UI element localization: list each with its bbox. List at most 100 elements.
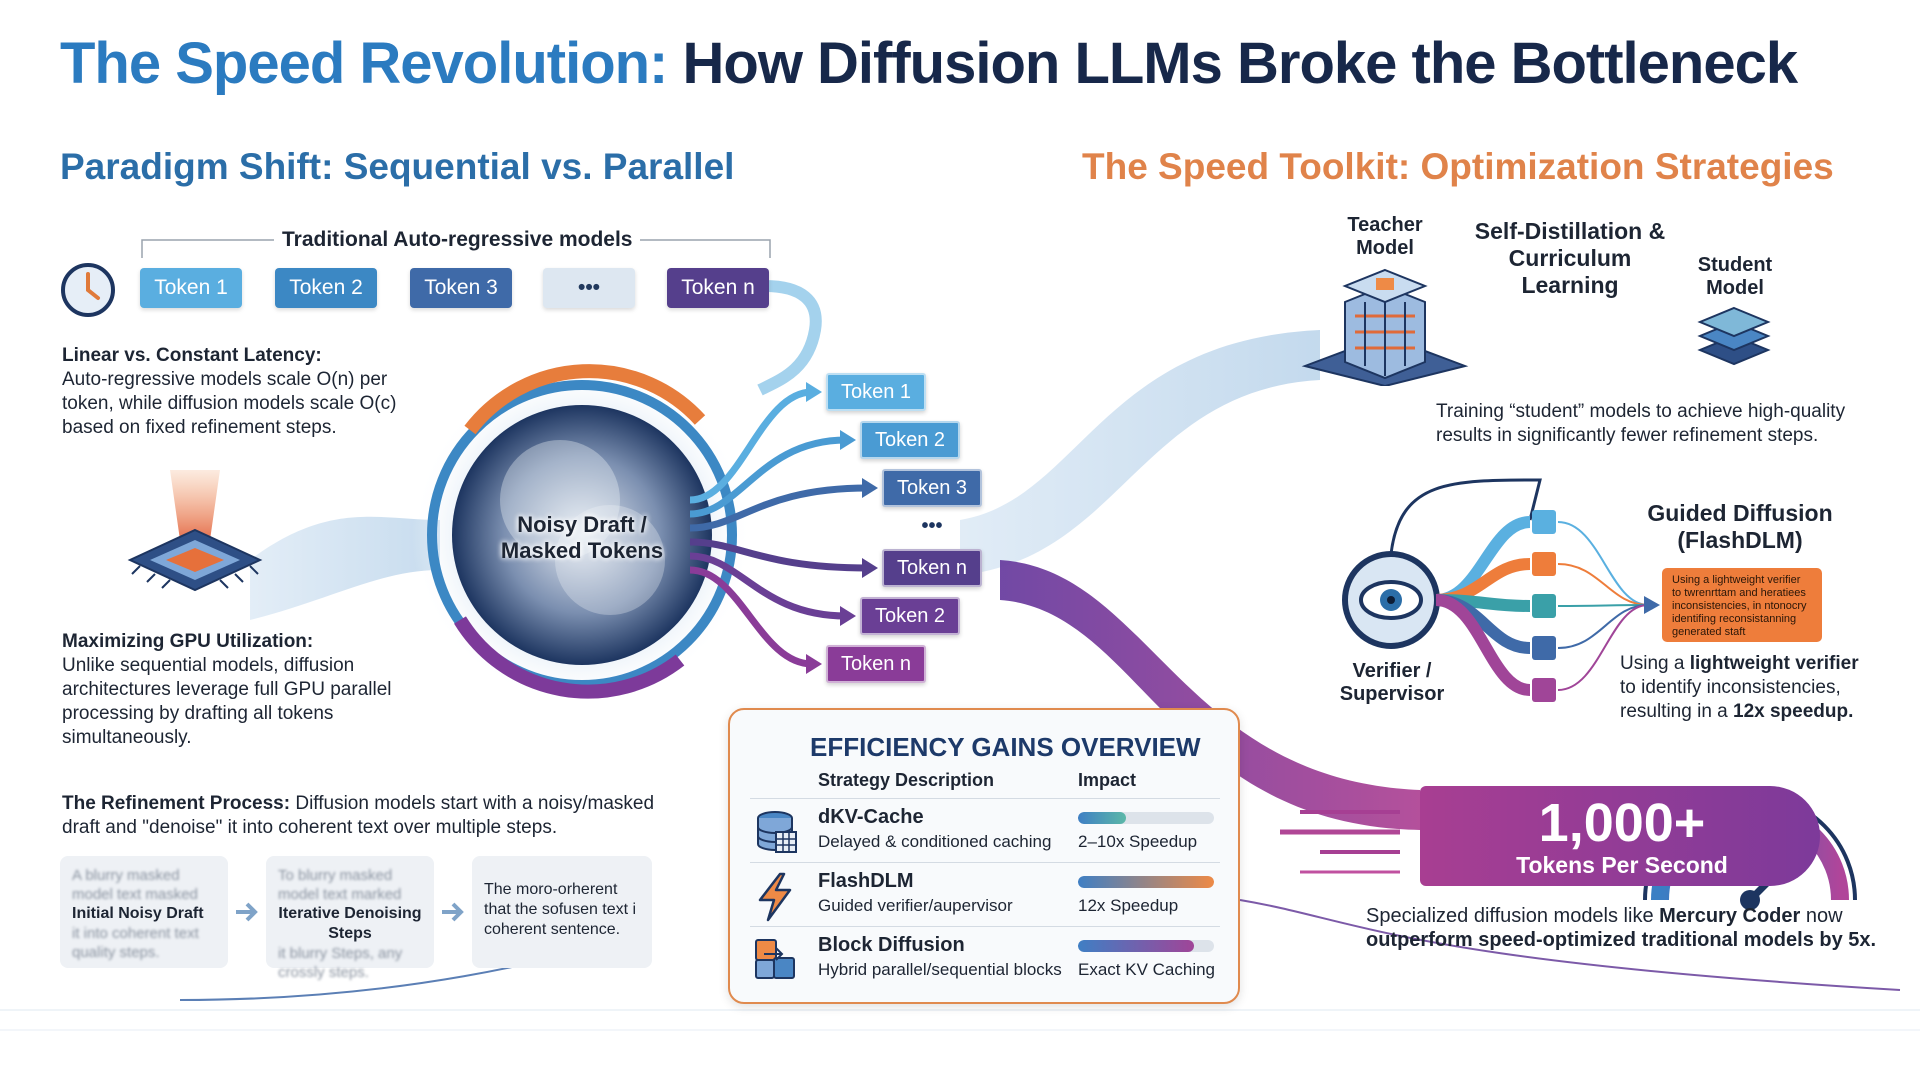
mercury-pre: Specialized diffusion models like	[1366, 905, 1660, 927]
arrow-head	[806, 382, 822, 402]
teacher-label: Teacher Model	[1347, 214, 1423, 259]
verifier-line	[1557, 563, 1649, 606]
speed-unit: Tokens Per Second	[1516, 852, 1728, 878]
col-impact: Impact	[1078, 770, 1137, 790]
arrow-head	[840, 606, 856, 626]
step-2-blur-top: To blurry masked model text marked	[278, 867, 402, 903]
row-3-name: Block Diffusion	[818, 934, 965, 956]
col-strategy: Strategy Description	[818, 770, 995, 790]
efficiency-panel: EFFICIENCY GAINS OVERVIEW Strategy Descr…	[728, 708, 1240, 1004]
efficiency-title: EFFICIENCY GAINS OVERVIEW	[810, 732, 1201, 762]
verifier-label: Verifier / Supervisor	[1339, 660, 1445, 705]
page-title-part1: The Speed Revolution:	[60, 31, 668, 96]
mercury-text: Specialized diffusion models like Mercur…	[1366, 904, 1886, 952]
out-token-2: Token 2	[860, 421, 960, 459]
arrow-right-icon	[442, 902, 464, 922]
guided-diffusion-text: Using a lightweight verifier to identify…	[1620, 652, 1870, 724]
blocks-icon	[755, 939, 795, 979]
bracket-line	[141, 239, 771, 258]
verifier-line	[1557, 604, 1649, 649]
gpu-heading: Maximizing GPU Utilization:	[62, 631, 314, 652]
refine-block: The Refinement Process: Diffusion models…	[62, 792, 682, 840]
distill-text: Training “student” models to achieve hig…	[1436, 401, 1846, 446]
row-2-impact-bar	[1078, 876, 1214, 888]
step-card-3: The moro-orherent that the sofusen text …	[472, 856, 652, 968]
gd-text-pre: Using a	[1620, 653, 1690, 674]
gd-text-bold2: 12x speedup.	[1733, 701, 1854, 722]
divider	[750, 798, 1220, 799]
core-label: Noisy Draft / Masked Tokens	[500, 512, 664, 563]
row-1-impact-bar	[1078, 812, 1214, 824]
verifier-block	[1532, 552, 1556, 576]
step-3-label: The moro-orherent that the sofusen text …	[484, 881, 637, 938]
divider	[750, 862, 1220, 863]
step-1-blur-top: A blurry masked model text masked	[72, 867, 198, 903]
ar-token-1: Token 1	[140, 268, 242, 308]
ar-token-2: Token 2	[275, 268, 377, 308]
row-1-impact: 2–10x Speedup	[1078, 832, 1198, 851]
database-icon	[757, 811, 797, 853]
verifier-output-box: Using a lightweight verifier to twrenrtt…	[1662, 568, 1822, 642]
divider	[750, 926, 1220, 927]
gpu-text: Unlike sequential models, diffusion arch…	[62, 655, 392, 748]
arrow-head	[806, 654, 822, 674]
step-card-1: A blurry masked model text masked Initia…	[60, 856, 228, 968]
ar-token-ellipsis: •••	[543, 268, 635, 308]
mercury-bold2: outperform speed-optimized traditional m…	[1366, 929, 1877, 951]
step-card-2: To blurry masked model text marked Itera…	[266, 856, 434, 981]
flow-arrow	[689, 484, 869, 532]
distill-title: Self-Distillation & Curriculum Learning	[1474, 218, 1666, 298]
step-1-label: Initial Noisy Draft	[72, 905, 204, 922]
arrow-head	[1644, 596, 1660, 614]
flow-arrow	[689, 538, 869, 572]
mercury-mid: now	[1800, 905, 1843, 927]
row-3-desc: Hybrid parallel/sequential blocks	[818, 960, 1062, 979]
mercury-bold1: Mercury Coder	[1659, 905, 1801, 927]
row-3-impact: Exact KV Caching	[1078, 960, 1216, 979]
arrow-head	[862, 478, 878, 498]
flow-arrow	[689, 436, 847, 518]
verifier-block	[1532, 594, 1556, 618]
row-2-name: FlashDLM	[818, 870, 914, 892]
flow-arrow	[689, 566, 813, 668]
ar-token-n: Token n	[667, 268, 769, 308]
page-title-part2: How Diffusion LLMs Broke the Bottleneck	[682, 31, 1799, 96]
row-2-impact: 12x Speedup	[1078, 896, 1179, 915]
flow-arrow	[689, 388, 813, 504]
arrow-head	[840, 430, 856, 450]
flow-arrow	[689, 552, 847, 620]
verifier-line	[1557, 521, 1649, 606]
gpu-chip-icon	[127, 470, 263, 592]
latency-block: Linear vs. Constant Latency: Auto-regres…	[62, 344, 422, 440]
step-1-blur-bottom: it into coherent text quality steps.	[72, 925, 199, 961]
verifier-line	[1557, 604, 1649, 691]
ar-token-3: Token 3	[410, 268, 512, 308]
gd-text-mid: to identify inconsistencies, resulting i…	[1620, 677, 1841, 722]
refine-heading: The Refinement Process:	[62, 793, 291, 814]
student-model-icon	[1697, 306, 1771, 366]
out-token-1: Token 1	[826, 373, 926, 411]
gpu-block: Maximizing GPU Utilization: Unlike seque…	[62, 630, 402, 750]
verifier-block	[1532, 510, 1556, 534]
out-token-nb: Token n	[826, 645, 926, 683]
speed-number: 1,000+	[1538, 793, 1706, 853]
row-2-desc: Guided verifier/aupervisor	[818, 896, 1013, 915]
out-token-ellipsis: •••	[921, 515, 943, 537]
verifier-flow	[1435, 594, 1531, 696]
ar-caption: Traditional Auto-regressive models	[282, 228, 633, 251]
clock-icon	[61, 263, 115, 317]
step-2-label: Iterative Denoising Steps	[278, 905, 422, 942]
left-section-heading: Paradigm Shift: Sequential vs. Parallel	[60, 146, 735, 187]
verifier-block	[1532, 678, 1556, 702]
verifier-line	[1557, 604, 1649, 607]
step-2-blur-bottom: it blurry Steps, any crossly steps.	[278, 945, 403, 981]
arrow-right-icon	[236, 902, 258, 922]
lightning-icon	[758, 872, 792, 922]
out-token-3: Token 3	[882, 469, 982, 507]
right-section-heading: The Speed Toolkit: Optimization Strategi…	[1082, 146, 1834, 187]
verifier-block	[1532, 636, 1556, 660]
arrow-head	[862, 558, 878, 578]
out-token-2b: Token 2	[860, 597, 960, 635]
guided-diffusion-title: Guided Diffusion (FlashDLM)	[1647, 500, 1833, 553]
